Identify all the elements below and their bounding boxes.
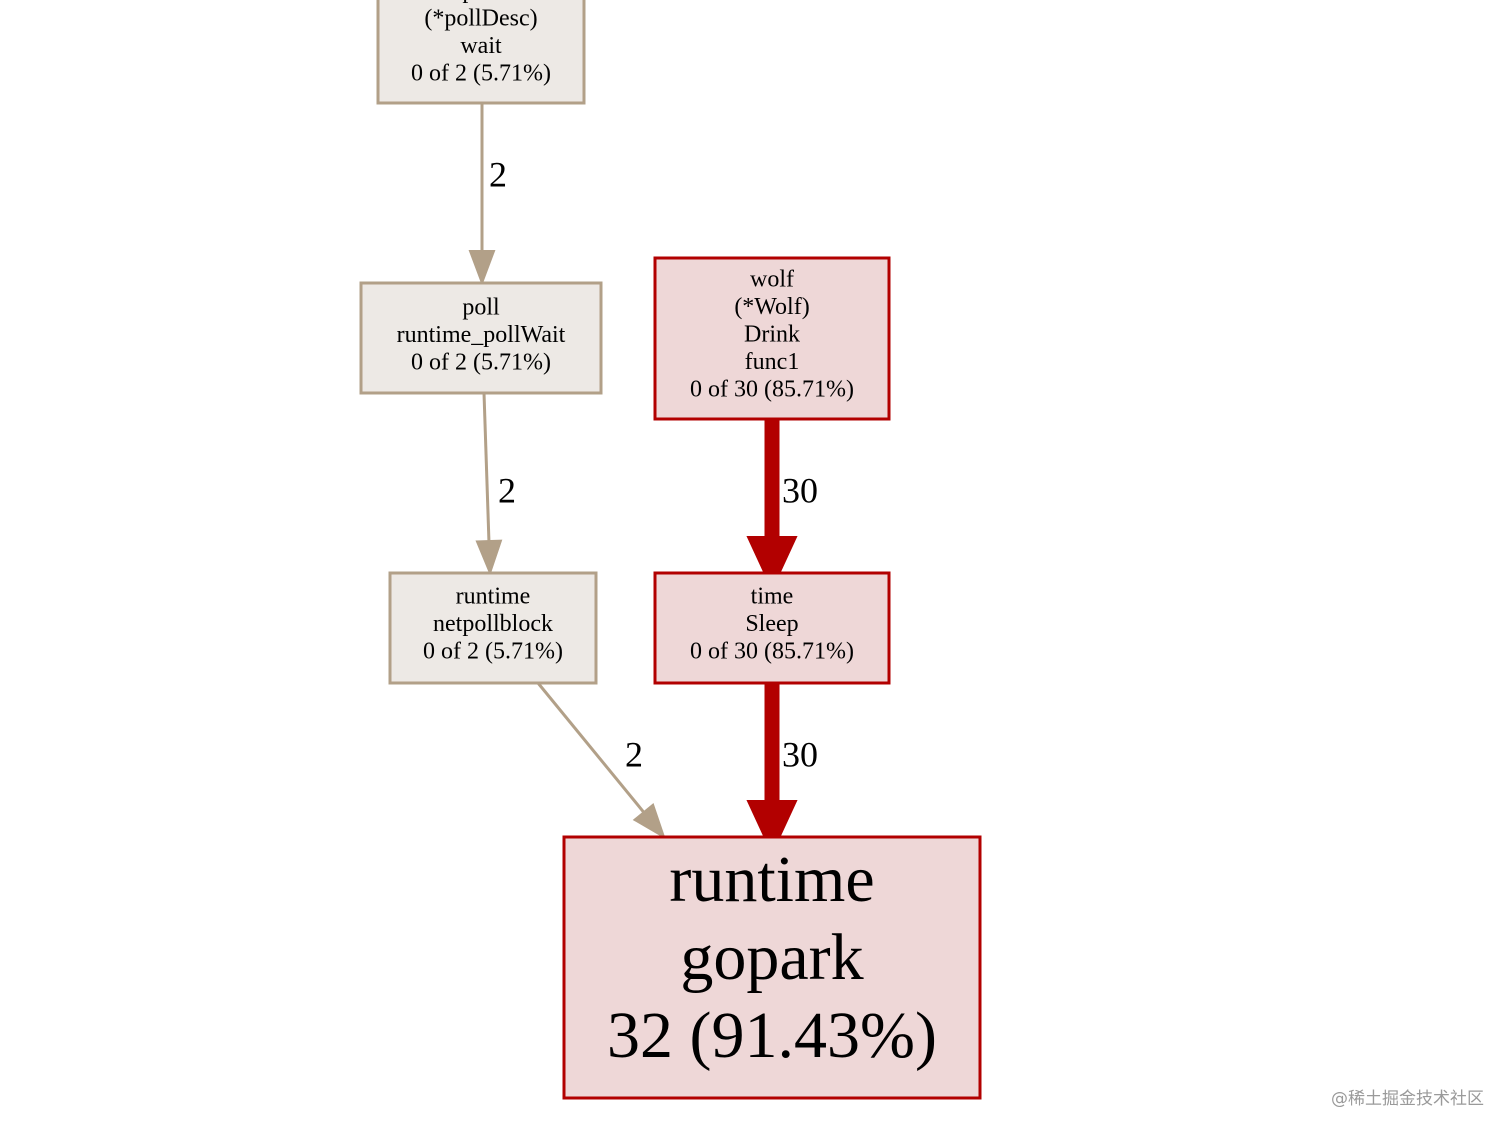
node-box: [562, 835, 982, 1100]
node-label-line: wolf: [750, 267, 794, 293]
node-label-line: time: [751, 584, 794, 610]
edge-label: 30: [782, 734, 818, 774]
edges-layer: 2 2 2 30 30: [468, 103, 818, 856]
node-label-line: (*pollDesc): [424, 6, 537, 32]
node-label-line: poll: [462, 295, 500, 321]
node-label-line: 0 of 30 (85.71%): [690, 639, 854, 665]
node-label-line: func1: [745, 349, 800, 375]
node-box: [376, 0, 586, 105]
edge-wolf-drink-func1-to-time-sleep: 30: [746, 419, 818, 592]
edge-arrowhead: [475, 539, 503, 576]
edge-time-sleep-to-runtime-gopark: 30: [746, 683, 818, 856]
node-label-line: gopark: [680, 921, 863, 994]
node-label-line: 0 of 30 (85.71%): [690, 377, 854, 403]
edge-label: 30: [782, 470, 818, 510]
node-box: [388, 571, 598, 685]
node-label-line: runtime: [669, 843, 874, 916]
node-label-line: netpollblock: [433, 611, 553, 637]
edge-runtime-netpollblock-to-runtime-gopark: 2: [536, 682, 666, 840]
node-label-line: runtime_pollWait: [397, 322, 566, 348]
watermark: @稀土掘金技术社区: [1331, 1089, 1484, 1109]
node-label-line: runtime: [456, 584, 531, 610]
node-box: [653, 571, 891, 685]
node-box: [359, 281, 603, 395]
node-label-line: 0 of 2 (5.71%): [411, 350, 551, 376]
edge-arrowhead: [468, 250, 496, 286]
edge-arrowhead: [746, 800, 798, 856]
edge-arrowhead: [632, 802, 666, 840]
edge-line: [536, 682, 647, 815]
node-label-line: Sleep: [745, 611, 798, 637]
edge-label: 2: [489, 154, 507, 194]
edge-poll-wait-to-poll-runtime-pollwait: 2: [468, 103, 507, 286]
node-label-line: 0 of 2 (5.71%): [411, 61, 551, 87]
node-label-line: Drink: [744, 322, 800, 348]
edge-poll-runtime-pollwait-to-runtime-netpollblock: 2: [475, 392, 516, 576]
edge-line: [482, 392, 491, 544]
node-label-line: (*Wolf): [734, 294, 809, 320]
edge-arrowhead: [746, 536, 798, 592]
node-label-line: poll: [462, 0, 500, 4]
node-label-line: 0 of 2 (5.71%): [423, 639, 563, 665]
node-box: [653, 256, 891, 421]
node-label-line: 32 (91.43%): [607, 999, 937, 1072]
node-label-line: wait: [460, 33, 502, 59]
edge-label: 2: [625, 734, 643, 774]
edge-label: 2: [498, 470, 516, 510]
